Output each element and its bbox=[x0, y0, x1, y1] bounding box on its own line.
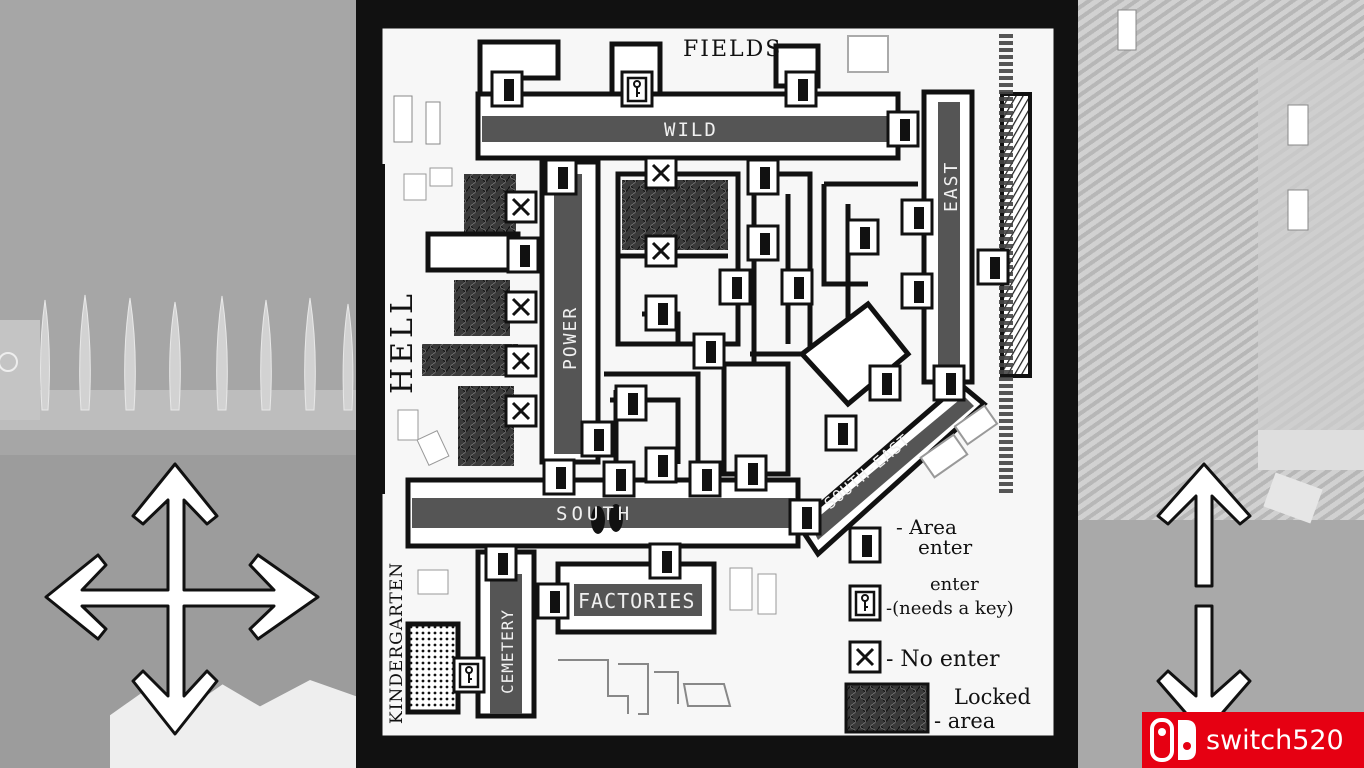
label-cemetery: CEMETERY bbox=[498, 609, 517, 694]
watermark-text: switch520 bbox=[1206, 724, 1344, 756]
legend-area-enter-line1: - Area bbox=[896, 515, 957, 539]
player-footprints-icon bbox=[591, 504, 623, 534]
legend-area-enter-line2: enter bbox=[918, 535, 973, 559]
label-fields: FIELDS bbox=[683, 37, 782, 62]
legend-key-enter-line2: -(needs a key) bbox=[886, 598, 1014, 619]
label-wild: WILD bbox=[664, 119, 718, 141]
label-south: SOUTH bbox=[556, 503, 633, 525]
label-power: POWER bbox=[560, 306, 581, 370]
legend-no-enter: - No enter bbox=[886, 647, 1000, 672]
watermark-badge: switch520 bbox=[1142, 712, 1364, 768]
legend-locked-line2: - area bbox=[934, 709, 995, 733]
four-way-arrows-icon[interactable] bbox=[38, 456, 328, 746]
label-kindergarten: KINDERGARTEN bbox=[387, 562, 407, 724]
up-down-arrows-icon[interactable] bbox=[1152, 456, 1256, 746]
label-factories: FACTORIES bbox=[578, 589, 695, 613]
legend-key-enter-line1: enter bbox=[930, 574, 979, 595]
switch-logo-icon bbox=[1150, 718, 1196, 762]
legend-locked-line1: Locked bbox=[954, 685, 1031, 709]
right-background bbox=[1078, 0, 1364, 768]
label-east: EAST bbox=[941, 161, 962, 212]
label-hell: HELL bbox=[385, 290, 420, 394]
tree-row-scenery bbox=[0, 290, 360, 430]
city-map: FIELDS WILD EAST POWER HELL SOUTH-EAST S… bbox=[378, 24, 1058, 740]
map-legend: - Area enter enter -(needs a key) - No e… bbox=[844, 515, 1031, 734]
